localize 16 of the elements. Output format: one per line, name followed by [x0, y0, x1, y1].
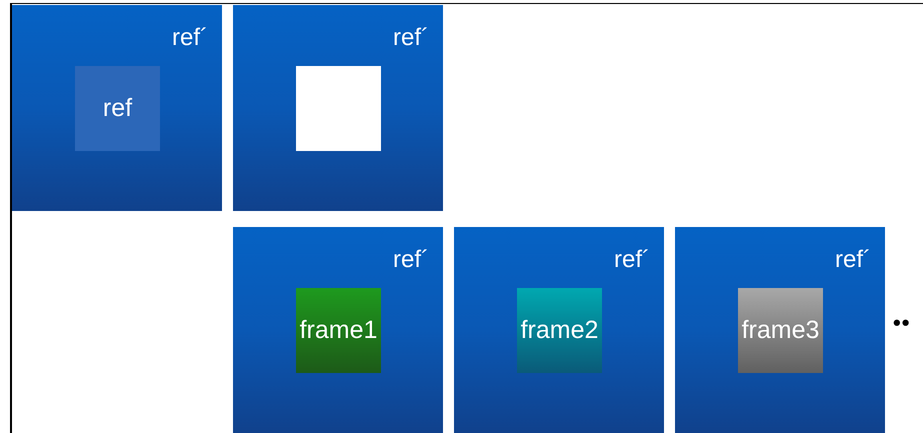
frame-square: frame1 — [296, 288, 381, 373]
label-square: ref — [75, 66, 160, 151]
image-panel — [12, 5, 222, 211]
image-panel — [233, 5, 443, 211]
frame-square: frame2 — [517, 288, 602, 373]
image-panel — [454, 227, 664, 433]
panel-label: ref´ — [393, 25, 429, 51]
frame-square: frame3 — [738, 288, 823, 373]
panel-label: ref´ — [172, 25, 208, 51]
panel-label: ref´ — [393, 247, 429, 273]
ellipsis-dots: •• — [893, 310, 910, 336]
panel-label: ref´ — [614, 247, 650, 273]
blank-square — [296, 66, 381, 151]
image-panel — [233, 227, 443, 433]
image-panel — [675, 227, 885, 433]
panel-label: ref´ — [835, 247, 871, 273]
